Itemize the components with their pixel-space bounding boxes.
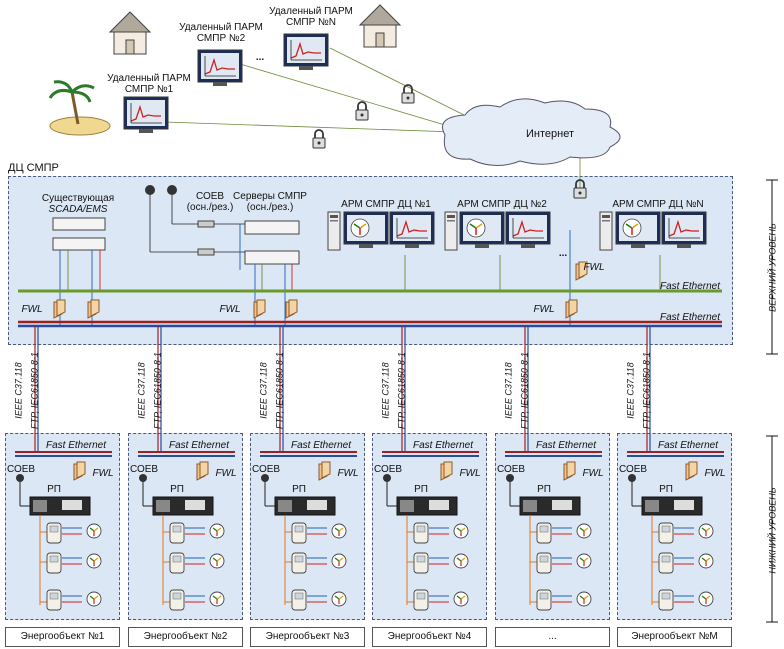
- soev-label: СОЕВ: [6, 464, 36, 475]
- energy-object-label-3: Энергообъект №3: [250, 627, 365, 647]
- firewall-icon: [253, 299, 266, 319]
- servers-label: Серверы СМПР (осн./рез.): [230, 191, 310, 213]
- fwl-label: FWL: [219, 304, 241, 315]
- dc-panel: [8, 176, 733, 345]
- arm-label-1: АРМ СМПР ДЦ №1: [341, 199, 431, 210]
- object-fast-ethernet: Fast Ethernet: [290, 440, 352, 451]
- rp-label: РП: [170, 484, 184, 495]
- energy-object-label-m: Энергообъект №M: [617, 627, 732, 647]
- fwl-label: FWL: [21, 304, 43, 315]
- remote-label-line: СМПР №2: [196, 33, 246, 44]
- dc-title: ДЦ СМПР: [8, 162, 59, 174]
- arm-label-n: АРМ СМПР ДЦ №N: [612, 199, 704, 210]
- soev-label: СОЕВ: [496, 464, 526, 475]
- scada-label: Существующая SCADA/EMS: [38, 193, 118, 215]
- object-fast-ethernet: Fast Ethernet: [168, 440, 230, 451]
- remote-label-line: СМПР №N: [285, 17, 337, 28]
- lock-icon: [312, 129, 326, 149]
- soev-line: СОЕВ: [195, 191, 225, 202]
- protocol-label: FTP, IEC61850-8-1: [641, 352, 652, 429]
- protocol-label: FTP, IEC61850-8-1: [29, 352, 40, 429]
- energy-object-label-1: Энергообъект №1: [5, 627, 120, 647]
- protocol-label: IEEE C37.118: [258, 362, 269, 419]
- scada-line: Существующая: [41, 193, 115, 204]
- fast-ethernet-label: Fast Ethernet: [659, 281, 720, 292]
- fwl-label: FWL: [459, 468, 481, 479]
- energy-object-label-5: ...: [495, 627, 610, 647]
- remote-label-1: Удаленный ПАРМ СМПР №1: [94, 73, 204, 95]
- fwl-label: FWL: [704, 468, 726, 479]
- object-panel-3: [250, 433, 365, 620]
- object-fast-ethernet: Fast Ethernet: [412, 440, 474, 451]
- lock-icon: [355, 101, 369, 121]
- fwl-label: FWL: [337, 468, 359, 479]
- remote-ellipsis: ...: [255, 52, 265, 63]
- scada-line: SCADA/EMS: [48, 204, 108, 215]
- object-panel-1: [5, 433, 120, 620]
- protocol-label: IEEE C37.118: [380, 362, 391, 419]
- object-panel-5: [495, 433, 610, 620]
- object-fast-ethernet: Fast Ethernet: [535, 440, 597, 451]
- protocol-label: IEEE C37.118: [13, 362, 24, 419]
- soev-line: (осн./рез.): [186, 202, 234, 213]
- remote-label-2: Удаленный ПАРМ СМПР №2: [166, 22, 276, 44]
- firewall-icon: [53, 299, 66, 319]
- firewall-icon: [285, 299, 298, 319]
- rp-label: РП: [537, 484, 551, 495]
- remote-label-line: Удаленный ПАРМ: [107, 73, 191, 84]
- soev-label: СОЕВ: [251, 464, 281, 475]
- protocol-label: IEEE C37.118: [136, 362, 147, 419]
- object-panel-4: [372, 433, 487, 620]
- upper-level-label: ВЕРХНИЙ УРОВЕНЬ: [767, 223, 778, 312]
- internet-label: Интернет: [526, 128, 574, 140]
- remote-label-line: Удаленный ПАРМ: [179, 22, 263, 33]
- protocol-label: FTP, IEC61850-8-1: [519, 352, 530, 429]
- soev-label: СОЕВ: [373, 464, 403, 475]
- object-panel-6: [617, 433, 732, 620]
- arm-label-2: АРМ СМПР ДЦ №2: [457, 199, 547, 210]
- soev-top-label: СОЕВ (осн./рез.): [180, 191, 240, 213]
- protocol-label: IEEE C37.118: [503, 362, 514, 419]
- house-icon: [359, 4, 401, 48]
- object-fast-ethernet: Fast Ethernet: [657, 440, 719, 451]
- lower-level-label: НИЖНИЙ УРОВЕНЬ: [767, 487, 778, 574]
- rp-label: РП: [414, 484, 428, 495]
- servers-line: (осн./рез.): [246, 202, 294, 213]
- lock-icon: [401, 84, 415, 104]
- rp-label: РП: [47, 484, 61, 495]
- firewall-icon: [87, 299, 100, 319]
- rp-label: РП: [659, 484, 673, 495]
- house-icon: [109, 11, 151, 55]
- servers-line: Серверы СМПР: [233, 191, 307, 202]
- remote-label-n: Удаленный ПАРМ СМПР №N: [256, 6, 366, 28]
- soev-label: СОЕВ: [129, 464, 159, 475]
- remote-label-line: Удаленный ПАРМ: [269, 6, 353, 17]
- protocol-label: FTP, IEC61850-8-1: [396, 352, 407, 429]
- protocol-label: IEEE C37.118: [625, 362, 636, 419]
- object-fast-ethernet: Fast Ethernet: [45, 440, 107, 451]
- fwl-label: FWL: [582, 468, 604, 479]
- protocol-label: FTP, IEC61850-8-1: [152, 352, 163, 429]
- fwl-label: FWL: [583, 262, 605, 273]
- fwl-label: FWL: [215, 468, 237, 479]
- fwl-label: FWL: [92, 468, 114, 479]
- internet-cloud: [442, 98, 621, 166]
- rp-label: РП: [292, 484, 306, 495]
- energy-object-label-4: Энергообъект №4: [372, 627, 487, 647]
- remote-label-line: СМПР №1: [124, 84, 174, 95]
- soev-label: СОЕВ: [618, 464, 648, 475]
- arm-ellipsis: ...: [558, 248, 568, 259]
- fast-ethernet-label: Fast Ethernet: [659, 312, 720, 323]
- island-icon: [48, 80, 111, 136]
- fwl-label: FWL: [533, 304, 555, 315]
- object-panel-2: [128, 433, 243, 620]
- energy-object-label-2: Энергообъект №2: [128, 627, 243, 647]
- firewall-icon: [565, 299, 578, 319]
- protocol-label: FTP, IEC61850-8-1: [274, 352, 285, 429]
